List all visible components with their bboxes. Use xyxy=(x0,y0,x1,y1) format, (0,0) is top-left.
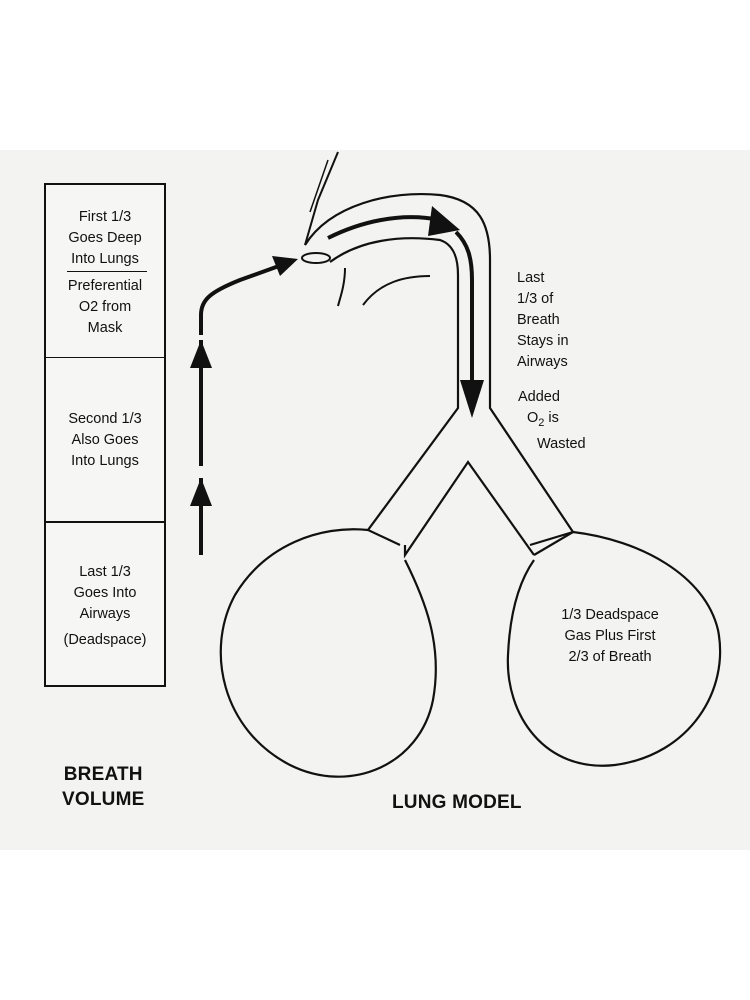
airway-down-arrow xyxy=(454,230,474,385)
right-lung xyxy=(506,530,722,767)
mask-tube xyxy=(304,151,339,246)
breath-volume-heading-line-1: BREATH xyxy=(63,764,143,785)
second-third-text: Second 1/3 Also Goes Into Lungs xyxy=(46,409,164,472)
airway-flow-arrow xyxy=(327,215,441,240)
airway-label-line-1: Last xyxy=(517,270,545,286)
preferential-o2-text: Preferential O2 from Mask xyxy=(46,276,164,339)
added-o2-label: Added O2 is Wasted xyxy=(518,387,586,455)
left-lung xyxy=(219,528,437,778)
airway-label-line-4: Stays in xyxy=(517,333,569,349)
second-third-line-3: Into Lungs xyxy=(71,453,139,469)
second-third-line-1: Second 1/3 xyxy=(68,411,142,427)
o2-main: O xyxy=(527,410,539,426)
last-third-line-4: (Deadspace) xyxy=(63,632,147,648)
airway-outer-wall xyxy=(304,193,575,547)
right-lung-line-2: Gas Plus First xyxy=(564,628,656,644)
breath-volume-heading-line-2: VOLUME xyxy=(62,789,145,810)
o2-rest: is xyxy=(544,410,559,426)
last-third-line-2: Goes Into xyxy=(73,585,137,601)
preferential-line-3: Mask xyxy=(87,320,123,336)
first-third-line-3: Into Lungs xyxy=(71,251,139,267)
preferential-line-2: O2 from xyxy=(78,299,132,315)
breath-segment-last-third: Last 1/3 Goes Into Airways (Deadspace) xyxy=(46,523,164,686)
right-lung-line-1: 1/3 Deadspace xyxy=(561,607,659,623)
airway-label: Last 1/3 of Breath Stays in Airways xyxy=(517,268,569,373)
first-third-line-2: Goes Deep xyxy=(68,230,142,246)
last-third-line-1: Last 1/3 xyxy=(79,564,131,580)
added-o2-line-1: Added xyxy=(518,389,560,405)
added-o2-line-3: Wasted xyxy=(537,436,586,452)
last-third-line-3: Airways xyxy=(79,606,131,622)
bronchus-split xyxy=(403,460,535,559)
right-lung-line-3: 2/3 of Breath xyxy=(568,649,652,665)
airway-label-line-2: 1/3 of xyxy=(517,291,554,307)
breath-segment-first-third: First 1/3 Goes Deep Into Lungs Preferent… xyxy=(46,185,164,358)
breath-segment-second-third: Second 1/3 Also Goes Into Lungs xyxy=(46,358,164,523)
lung-model-heading: LUNG MODEL xyxy=(392,792,522,813)
breath-volume-bar: First 1/3 Goes Deep Into Lungs Preferent… xyxy=(44,183,166,687)
airway-label-line-5: Airways xyxy=(517,354,568,370)
second-third-line-2: Also Goes xyxy=(71,432,139,448)
first-third-line-1: First 1/3 xyxy=(78,209,132,225)
airway-inner-wall xyxy=(329,237,460,546)
airway-label-line-3: Breath xyxy=(517,312,560,328)
mouth-opening xyxy=(301,252,331,264)
o2-subscript: 2 xyxy=(538,417,545,429)
segment-text-divider xyxy=(67,271,147,272)
last-third-text: Last 1/3 Goes Into Airways (Deadspace) xyxy=(46,562,164,651)
right-lung-label: 1/3 Deadspace Gas Plus First 2/3 of Brea… xyxy=(545,605,675,668)
first-third-text: First 1/3 Goes Deep Into Lungs xyxy=(46,207,164,270)
flow-arrow-upper xyxy=(199,260,291,335)
added-o2-line-2: O2 is xyxy=(518,408,586,434)
breath-volume-heading: BREATH VOLUME xyxy=(62,762,144,812)
preferential-line-1: Preferential xyxy=(67,278,143,294)
